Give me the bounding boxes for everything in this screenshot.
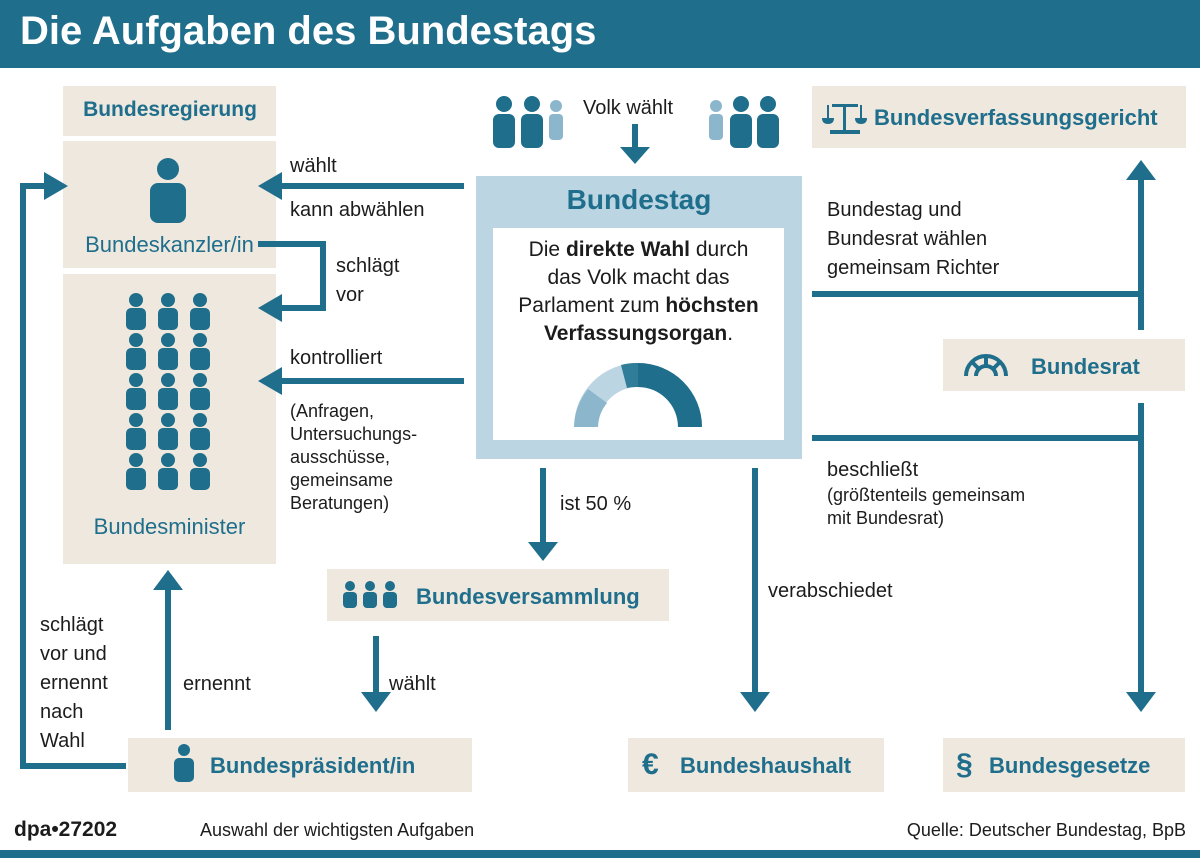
page-title: Die Aufgaben des Bundestags xyxy=(20,9,597,53)
minister-label: Bundesminister xyxy=(93,514,246,539)
people-icon-minister xyxy=(126,293,210,490)
gauge-icon xyxy=(964,354,1008,377)
footer-source: Quelle: Deutscher Bundestag, BpB xyxy=(906,820,1186,840)
ist-50-label: ist 50 % xyxy=(560,493,632,515)
waehlt-bv-label: wählt xyxy=(389,673,436,695)
footer-note: Auswahl der wichtigsten Aufgaben xyxy=(200,820,475,840)
ernennt-label: ernennt xyxy=(183,673,251,695)
verabschiedet-label: verabschiedet xyxy=(768,580,893,602)
verfassungsgericht-title: Bundesverfassungsgericht xyxy=(874,105,1158,130)
bundestag-text-panel xyxy=(493,228,784,440)
paragraph-icon: § xyxy=(956,748,973,781)
waehlt-label: wählt xyxy=(290,155,337,177)
people-icon-left xyxy=(493,96,563,148)
schlaegt-vor-label: schlägt vor xyxy=(336,255,400,306)
richter-label: Bundestag und Bundesrat wählen gemeinsam… xyxy=(827,199,1000,279)
kann-abwaehlen-label: kann abwählen xyxy=(290,199,425,221)
praesident-title: Bundespräsident/in xyxy=(210,753,416,778)
people-icon-versammlung xyxy=(343,581,397,608)
bundesrat-title: Bundesrat xyxy=(1031,354,1140,379)
kontrolliert-detail: (Anfragen, Untersuchungs- ausschüsse, ge… xyxy=(290,401,418,513)
gesetze-box xyxy=(943,738,1185,792)
kanzler-label: Bundeskanzler/in xyxy=(85,232,254,257)
scales-icon xyxy=(822,104,867,134)
header-bar xyxy=(0,0,1200,68)
bundesregierung-title: Bundesregierung xyxy=(83,98,257,121)
footer-bar xyxy=(0,850,1200,858)
haushalt-box xyxy=(628,738,884,792)
beschliesst-detail: (größtenteils gemeinsam mit Bundesrat) xyxy=(827,485,1026,528)
euro-icon: € xyxy=(642,748,659,781)
bundesversammlung-title: Bundesversammlung xyxy=(416,584,640,609)
haushalt-title: Bundeshaushalt xyxy=(680,753,852,778)
bundesregierung-box xyxy=(63,86,276,136)
people-icon-right xyxy=(709,96,779,148)
person-icon-kanzler xyxy=(150,158,186,223)
seat-chart-icon xyxy=(574,362,702,427)
bundestag-title: Bundestag xyxy=(566,184,712,215)
schlaegt-ernennt-label: schlägt vor und ernennt nach Wahl xyxy=(40,614,108,752)
bundestag-description: Die direkte Wahl durch das Volk macht da… xyxy=(518,238,759,345)
kontrolliert-label: kontrolliert xyxy=(290,347,383,369)
gesetze-title: Bundesgesetze xyxy=(989,753,1151,778)
beschliesst-label: beschließt xyxy=(827,459,919,481)
dpa-logo: dpa•27202 xyxy=(14,818,118,841)
volk-waehlt-label: Volk wählt xyxy=(583,97,674,119)
verfassungsgericht-box xyxy=(812,86,1186,148)
person-icon-praesident xyxy=(174,744,194,782)
